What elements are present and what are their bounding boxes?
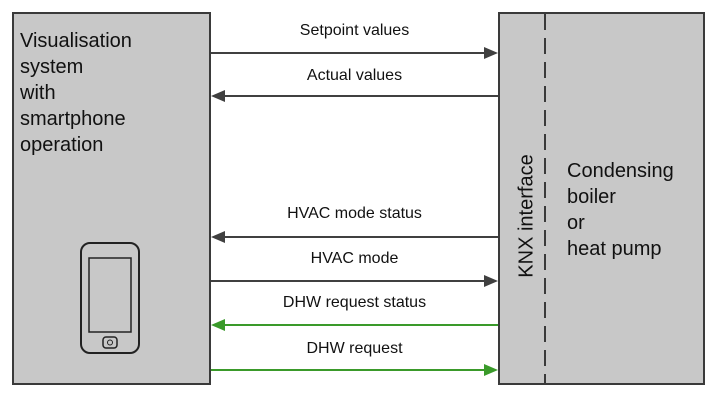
- signal-label: HVAC mode: [310, 250, 399, 267]
- right-line: Condensing: [567, 160, 674, 182]
- signal-label: HVAC mode status: [287, 205, 422, 222]
- smartphone-icon: [80, 242, 140, 354]
- left-line: with: [20, 82, 56, 104]
- boiler-label: Condensing boiler or heat pump: [567, 158, 674, 262]
- visualisation-system-label: Visualisation system with smartphone ope…: [20, 28, 132, 158]
- right-line: boiler: [567, 186, 616, 208]
- signal-arrow-head: [484, 47, 498, 59]
- signal-arrow-head: [484, 275, 498, 287]
- right-line: heat pump: [567, 238, 662, 260]
- signal-arrow-head: [211, 90, 225, 102]
- signal-arrow-head: [484, 364, 498, 376]
- left-line: smartphone: [20, 108, 126, 130]
- left-line: Visualisation: [20, 30, 132, 52]
- signal-label: Setpoint values: [299, 22, 410, 39]
- left-line: system: [20, 56, 84, 78]
- boiler-system-box: [498, 12, 705, 385]
- signal-label: Actual values: [306, 67, 403, 84]
- right-line: or: [567, 212, 585, 234]
- signal-label: DHW request: [306, 340, 403, 357]
- signal-label: DHW request status: [282, 294, 427, 311]
- signal-arrow-head: [211, 319, 225, 331]
- left-line: operation: [20, 134, 104, 156]
- signal-arrow-head: [211, 231, 225, 243]
